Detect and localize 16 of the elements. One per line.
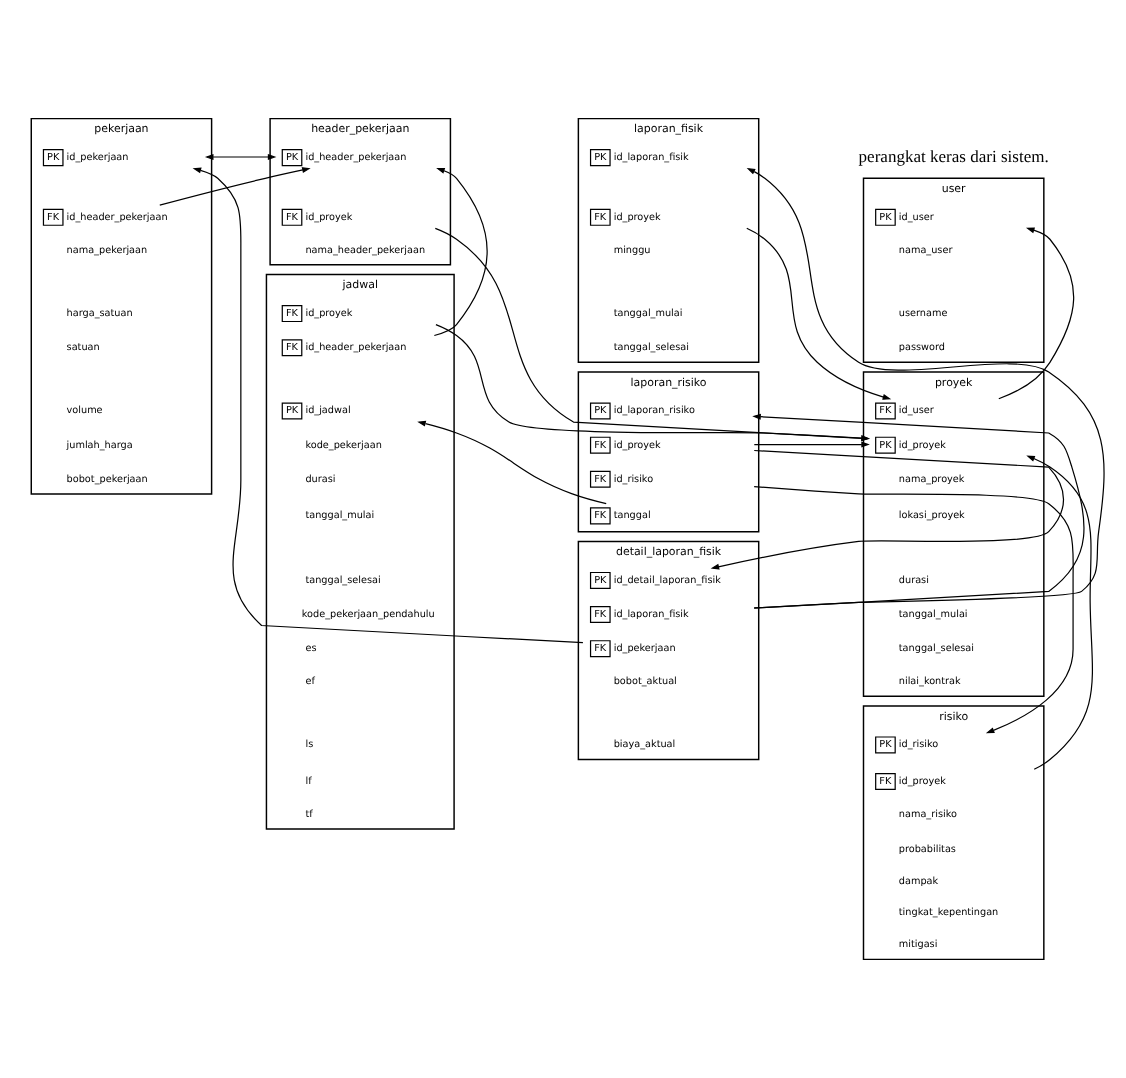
arrow [433, 167, 488, 337]
arrow [417, 420, 607, 505]
arrow [753, 486, 1074, 734]
arrow [746, 167, 1105, 609]
arrow [434, 227, 870, 442]
arrow [1026, 455, 1093, 770]
arrow [435, 324, 870, 442]
arrow [753, 441, 870, 448]
arrow [159, 167, 311, 206]
arrow [710, 449, 1065, 570]
arrow [192, 167, 584, 644]
arrow [998, 227, 1075, 400]
arrow [746, 227, 892, 400]
arrow [752, 413, 1085, 609]
label: perangkat keras dari sistem. [858, 145, 1049, 166]
arrow [204, 154, 277, 160]
